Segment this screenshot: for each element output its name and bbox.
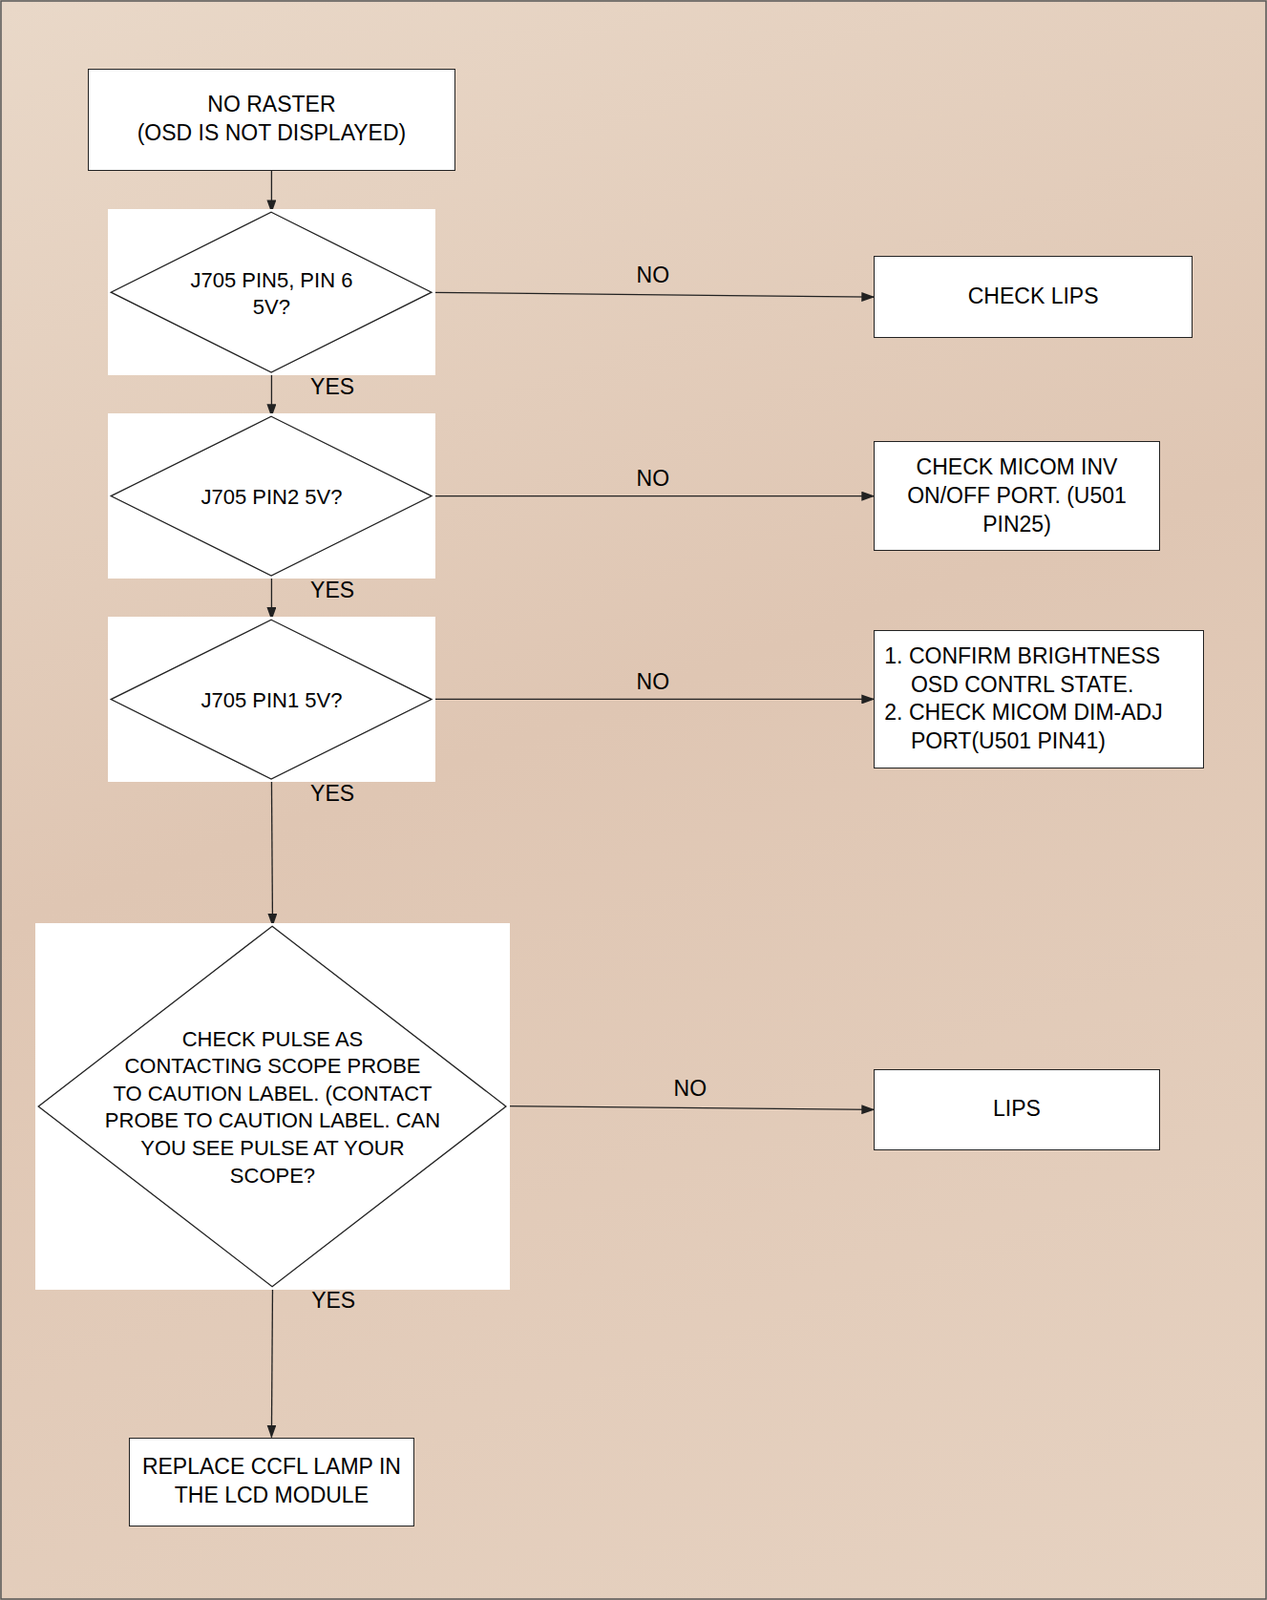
flow-arrow (431, 495, 874, 497)
box-text: LIPS (992, 1095, 1041, 1124)
process-box: LIPS (873, 1069, 1160, 1152)
diamond-outline (107, 209, 435, 376)
branch-label: NO (636, 465, 671, 493)
diamond-text-area: J705 PIN2 5V? (111, 416, 433, 576)
branch-label: YES (310, 374, 355, 402)
decision-text: J705 PIN2 5V? (111, 416, 433, 511)
decision-diamond: J705 PIN2 5V? (107, 413, 435, 579)
decision-text: J705 PIN1 5V? (111, 619, 433, 715)
process-box: NO RASTER(OSD IS NOT DISPLAYED) (87, 68, 456, 171)
diamond-text-area: CHECK PULSE AS CONTACTING SCOPE PROBE TO… (39, 926, 507, 1287)
decision-text: J705 PIN5, PIN 6 5V? (111, 211, 433, 321)
decision-diamond: CHECK PULSE AS CONTACTING SCOPE PROBE TO… (35, 923, 509, 1290)
process-box: 1. CONFIRM BRIGHTNESS OSD CONTRL STATE.2… (873, 630, 1204, 769)
flow-arrow (431, 698, 874, 700)
box-text: NO RASTER (207, 90, 336, 120)
branch-label: YES (310, 781, 355, 808)
process-box: REPLACE CCFL LAMP IN THE LCD MODULE (128, 1437, 415, 1527)
wrap-guide (111, 211, 273, 373)
diamond-shape (111, 619, 433, 780)
branch-label: YES (310, 577, 355, 605)
branch-label: NO (636, 669, 671, 697)
branch-label: NO (674, 1076, 708, 1103)
box-text: REPLACE CCFL LAMP IN THE LCD MODULE (136, 1453, 407, 1511)
diamond-text-area: J705 PIN5, PIN 6 5V? (111, 211, 433, 373)
process-box: CHECK LIPS (873, 255, 1193, 338)
branch-label: YES (311, 1288, 356, 1315)
box-text: 1. CONFIRM BRIGHTNESS OSD CONTRL STATE. (884, 642, 1193, 700)
diamond-shape (111, 211, 433, 373)
wrap-guide (273, 926, 507, 1287)
decision-diamond: J705 PIN5, PIN 6 5V? (107, 209, 435, 376)
diamond-shape (111, 416, 433, 576)
flow-arrow (271, 372, 273, 417)
decision-diamond: J705 PIN1 5V? (107, 616, 435, 782)
box-text: 2. CHECK MICOM DIM-ADJ PORT(U501 PIN41) (884, 698, 1193, 757)
wrap-guide (39, 926, 274, 1287)
box-text: (OSD IS NOT DISPLAYED) (137, 119, 407, 148)
diamond-text-area: J705 PIN1 5V? (111, 619, 433, 780)
box-text: CHECK LIPS (968, 282, 1099, 312)
process-box: CHECK MICOM INV ON/OFF PORT. (U501 PIN25… (873, 441, 1160, 551)
diamond-outline (35, 923, 509, 1290)
flow-arrow (271, 779, 273, 927)
box-text: CHECK MICOM INV ON/OFF PORT. (U501 PIN25… (888, 453, 1144, 540)
branch-label: NO (636, 262, 671, 290)
decision-text: CHECK PULSE AS CONTACTING SCOPE PROBE TO… (39, 926, 507, 1190)
wrap-guide (271, 211, 432, 373)
diamond-shape (39, 926, 507, 1287)
flow-arrow (271, 575, 273, 620)
flow-arrow (271, 1286, 273, 1437)
flow-arrow (506, 1106, 874, 1111)
flow-arrow (431, 292, 874, 297)
flow-arrow (271, 170, 273, 213)
